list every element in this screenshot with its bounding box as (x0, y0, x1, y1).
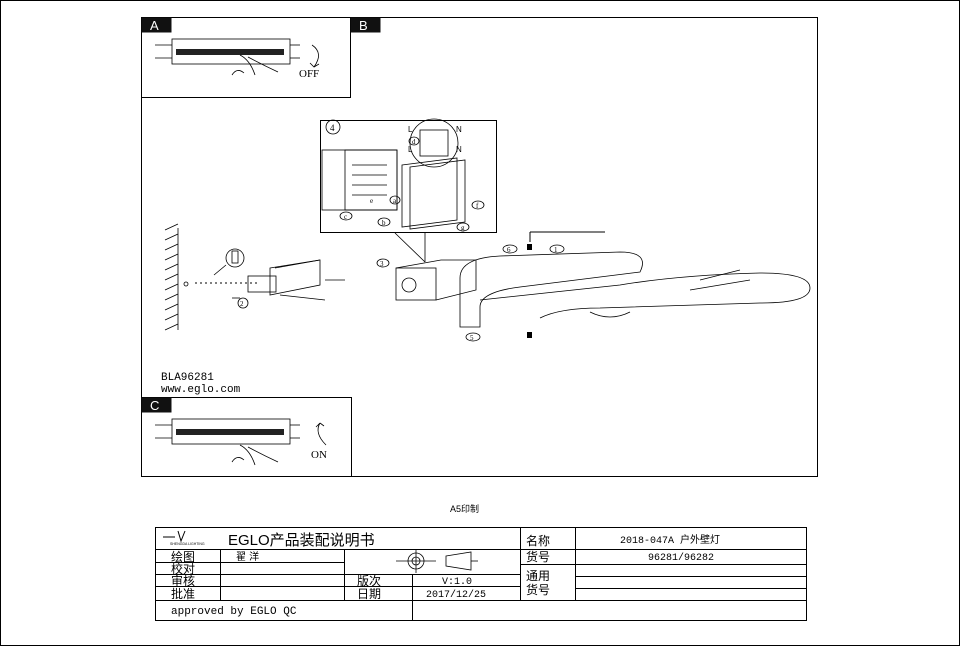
callout-d: d (412, 138, 416, 146)
date-label: 日期 (357, 587, 381, 601)
wall-hatch (164, 223, 179, 331)
version-label: 版次 (357, 574, 381, 588)
callout-b: b (382, 219, 386, 227)
panel-a: A OFF (141, 17, 351, 98)
wall-bracket-illustration: 2 (183, 248, 345, 309)
panel-c-label: C (150, 398, 159, 413)
callout-e: e (370, 197, 373, 205)
callout-l: L (408, 125, 413, 134)
breaker-strip-illustration (155, 38, 300, 76)
general-item-label-2: 货号 (526, 582, 550, 597)
row-label-reviewed: 审核 (171, 573, 195, 588)
callout-l2: L (408, 145, 413, 154)
callout-a: a (393, 197, 397, 205)
version-value: V:1.0 (442, 577, 472, 588)
callout-n2: N (456, 145, 462, 154)
callout-n: N (456, 125, 462, 134)
website[interactable]: www.eglo.com (161, 384, 241, 396)
rotate-arrow-icon (309, 44, 320, 68)
name-value: 2018-047A 户外壁灯 (620, 533, 720, 547)
model-number: BLA96281 (161, 372, 214, 384)
callout-3: 3 (380, 260, 384, 268)
panel-b-label: B (359, 18, 368, 33)
svg-text:SHENGDA LIGHTING: SHENGDA LIGHTING (170, 542, 205, 546)
rotate-arrow-icon (315, 422, 327, 446)
approval-note: approved by EGLO QC (171, 606, 297, 618)
callout-g: g (461, 224, 465, 232)
row-label-drawn: 绘图 (171, 549, 195, 564)
panel-a-label: A (150, 18, 159, 33)
title-block: SHENGDA LIGHTING EGLO产品装配说明书 绘图 翟 洋 校对 审… (155, 527, 807, 621)
projection-symbol-icon (396, 549, 478, 573)
item-no-label: 货号 (526, 549, 550, 564)
lamp-housing-illustration: 3 6 1 5 (376, 231, 811, 342)
item-no-value: 96281/96282 (648, 552, 714, 564)
callout-f: f (476, 202, 479, 210)
panel-a-action: OFF (299, 68, 319, 80)
svg-text:2: 2 (240, 300, 244, 308)
callout-c: c (344, 213, 347, 221)
print-size-note: A5印制 (450, 503, 479, 514)
row-label-checked: 校对 (171, 561, 195, 576)
breaker-strip-illustration (155, 418, 300, 466)
callout-6: 6 (507, 246, 511, 254)
shengda-logo: SHENGDA LIGHTING (163, 530, 205, 546)
panel-c-action: ON (311, 449, 327, 461)
panel-c: C ON (141, 397, 352, 477)
callout-5: 5 (470, 334, 474, 342)
row-label-approved: 批准 (171, 586, 195, 601)
row-value-drawn: 翟 洋 (236, 550, 259, 563)
callout-1: 1 (554, 246, 558, 254)
panel-b-label-bg (350, 17, 381, 33)
callout-4: 4 (330, 123, 335, 133)
general-item-label-1: 通用 (526, 569, 550, 583)
sheet-title: EGLO产品装配说明书 (228, 532, 375, 549)
date-value: 2017/12/25 (426, 589, 486, 601)
name-label: 名称 (526, 533, 550, 548)
junction-box-detail: 4 L N L N d a b c f g e (320, 118, 497, 263)
drawing-frame (141, 17, 818, 477)
